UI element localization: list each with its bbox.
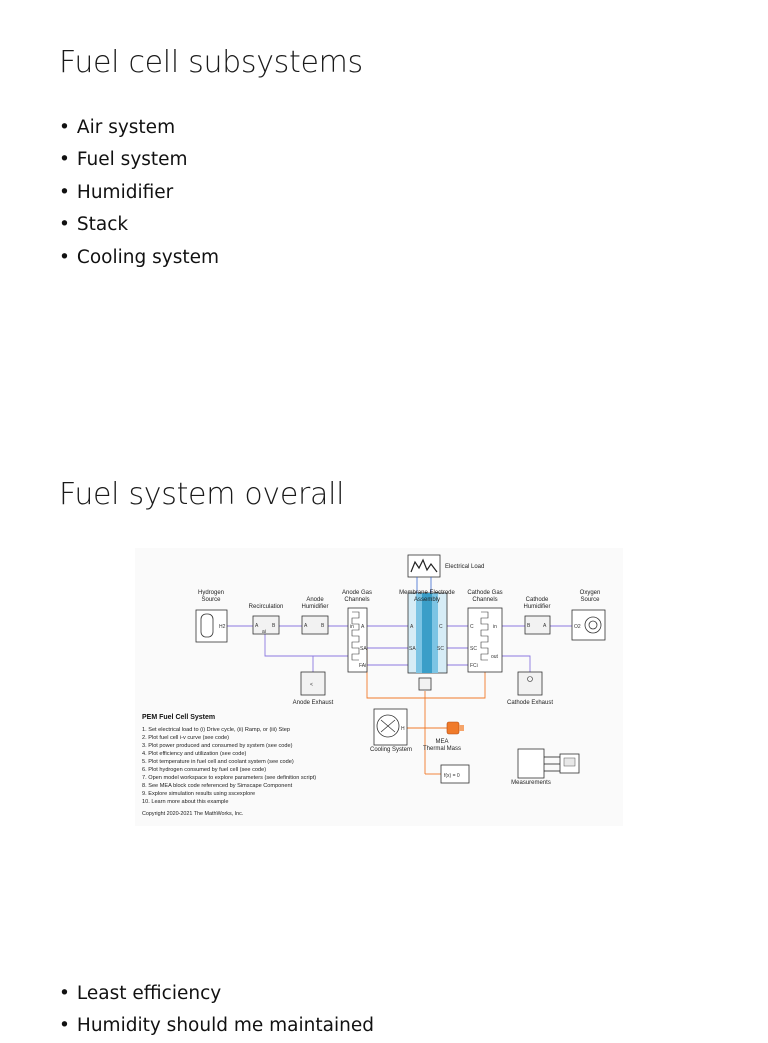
port-a-label: A: [304, 623, 308, 629]
port-a-label: A: [361, 624, 365, 630]
electrical-load-label: Electrical Load: [445, 564, 484, 570]
h2-port-label: H2: [219, 624, 226, 630]
solver-label: f(x) = 0: [444, 773, 460, 779]
note-item[interactable]: 4. Plot efficiency and utilization (see …: [142, 751, 247, 757]
note-item[interactable]: 7. Open model workspace to explore param…: [142, 775, 316, 781]
measurements-label: Measurements: [511, 780, 551, 786]
note-item[interactable]: 1. Set electrical load to (i) Drive cycl…: [142, 727, 290, 733]
port-a-label: A: [255, 623, 259, 629]
port-fai-label: FAi: [359, 663, 366, 669]
measurements-block[interactable]: Measurements: [511, 748, 580, 786]
list-item: Humidity should me maintained: [59, 1010, 374, 1042]
port-sc-label: SC: [470, 646, 477, 652]
o2-port-label: O2: [574, 624, 581, 630]
list-item: Stack: [59, 209, 219, 241]
note-item[interactable]: 2. Plot fuel cell i-v curve (see code): [142, 735, 229, 741]
port-sc-label: SC: [437, 646, 444, 652]
notes-title: PEM Fuel Cell System: [142, 714, 215, 721]
port-a-label: A: [543, 623, 547, 629]
list-item: Fuel system: [59, 144, 219, 176]
recirculation-block[interactable]: A B ai Recirculation: [249, 604, 284, 635]
note-item[interactable]: 9. Explore simulation results using ssce…: [142, 791, 255, 797]
subsystem-list: Air system Fuel system Humidifier Stack …: [59, 112, 219, 274]
anode-exhaust-label: Anode Exhaust: [293, 700, 334, 706]
port-c-label: C: [439, 624, 443, 630]
notes-bullet-list: Least efficiency Humidity should me main…: [59, 978, 374, 1043]
note-item[interactable]: 6. Plot hydrogen consumed by fuel cell (…: [142, 767, 266, 773]
gas-lines: [227, 625, 572, 672]
note-item[interactable]: 3. Plot power produced and consumed by s…: [142, 743, 293, 749]
copyright-text: Copyright 2020-2021 The MathWorks, Inc.: [142, 811, 243, 817]
recirculation-label: Recirculation: [249, 604, 284, 610]
port-out-label: out: [491, 654, 499, 660]
port-b-label: B: [321, 623, 325, 629]
list-item: Cooling system: [59, 242, 219, 274]
port-fci-label: FCi: [470, 663, 478, 669]
model-notes: PEM Fuel Cell System 1. Set electrical l…: [142, 714, 316, 817]
note-item[interactable]: 10. Learn more about this example: [142, 799, 228, 805]
exhaust-icon: <: [310, 682, 313, 688]
port-in-label: in: [493, 624, 497, 630]
port-b-label: B: [527, 623, 531, 629]
note-item[interactable]: 8. See MEA block code referenced by Sims…: [142, 783, 293, 789]
port-sa-label: SA: [409, 646, 416, 652]
port-h-label: H: [401, 726, 405, 732]
cathode-exhaust-block[interactable]: Cathode Exhaust: [507, 671, 553, 706]
list-item: Humidifier: [59, 177, 219, 209]
section-title-fuel-system: Fuel system overall: [59, 477, 345, 512]
cooling-system-label: Cooling System: [370, 747, 412, 753]
solver-configuration-block[interactable]: f(x) = 0: [440, 764, 470, 784]
list-item: Air system: [59, 112, 219, 144]
note-item[interactable]: 5. Plot temperature in fuel cell and coo…: [142, 759, 294, 765]
list-item: Least efficiency: [59, 978, 374, 1010]
section-title-subsystems: Fuel cell subsystems: [59, 45, 363, 80]
cooling-system-block[interactable]: H Cooling System: [370, 708, 412, 753]
port-b-label: B: [272, 623, 276, 629]
port-c-label: C: [470, 624, 474, 630]
port-ai-label: ai: [262, 629, 266, 635]
port-a-label: A: [410, 624, 414, 630]
anode-exhaust-block[interactable]: < Anode Exhaust: [293, 671, 334, 706]
electrical-load-block[interactable]: Electrical Load: [407, 554, 484, 593]
cathode-exhaust-label: Cathode Exhaust: [507, 700, 553, 706]
port-in-label: in: [350, 624, 354, 630]
port-sa-label: SA: [360, 646, 367, 652]
